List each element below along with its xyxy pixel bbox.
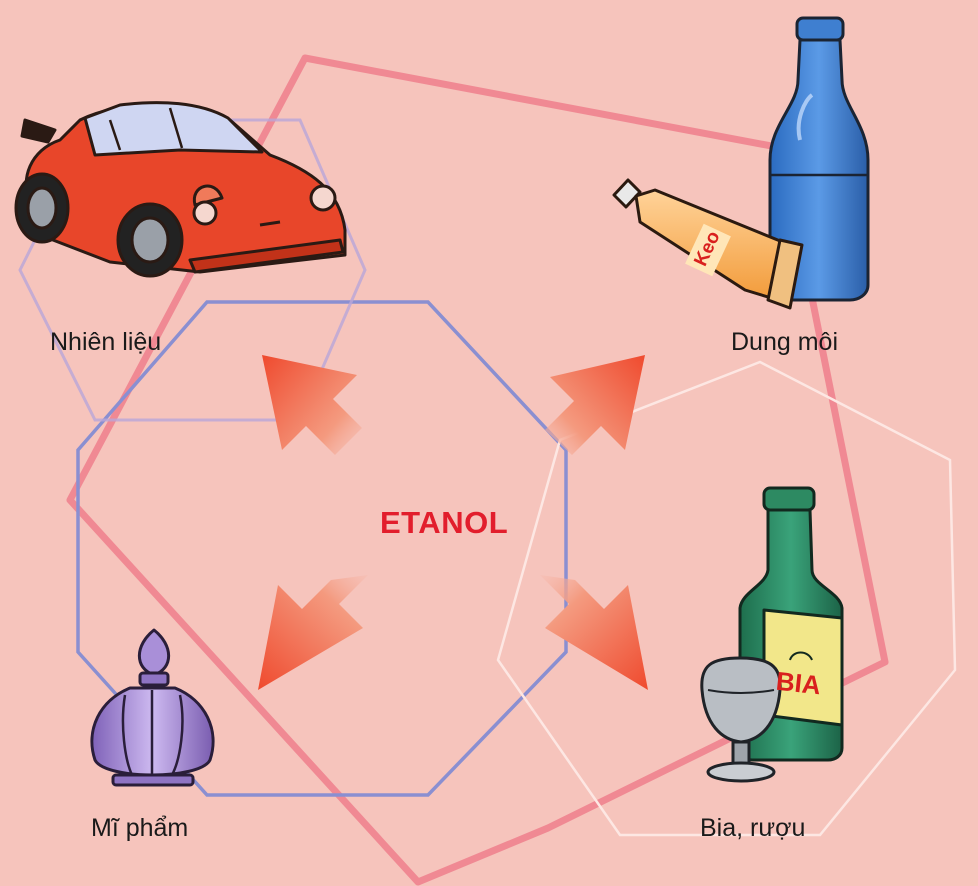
label-cosmetics: Mĩ phẩm xyxy=(91,814,188,843)
label-solvent: Dung môi xyxy=(731,328,838,357)
label-beverages: Bia, rượu xyxy=(700,814,805,843)
arrow-to-beverages xyxy=(540,575,648,690)
wine-glass-icon xyxy=(702,658,780,781)
perfume-bottle-icon xyxy=(92,630,213,785)
arrow-to-solvent xyxy=(545,355,645,455)
arrow-to-fuel xyxy=(262,355,362,455)
center-label-etanol: ETANOL xyxy=(380,505,508,541)
car-icon xyxy=(16,103,345,276)
bottle-brand-text: BIA xyxy=(775,666,823,702)
label-fuel: Nhiên liệu xyxy=(50,328,161,357)
arrow-to-cosmetics xyxy=(258,575,368,690)
